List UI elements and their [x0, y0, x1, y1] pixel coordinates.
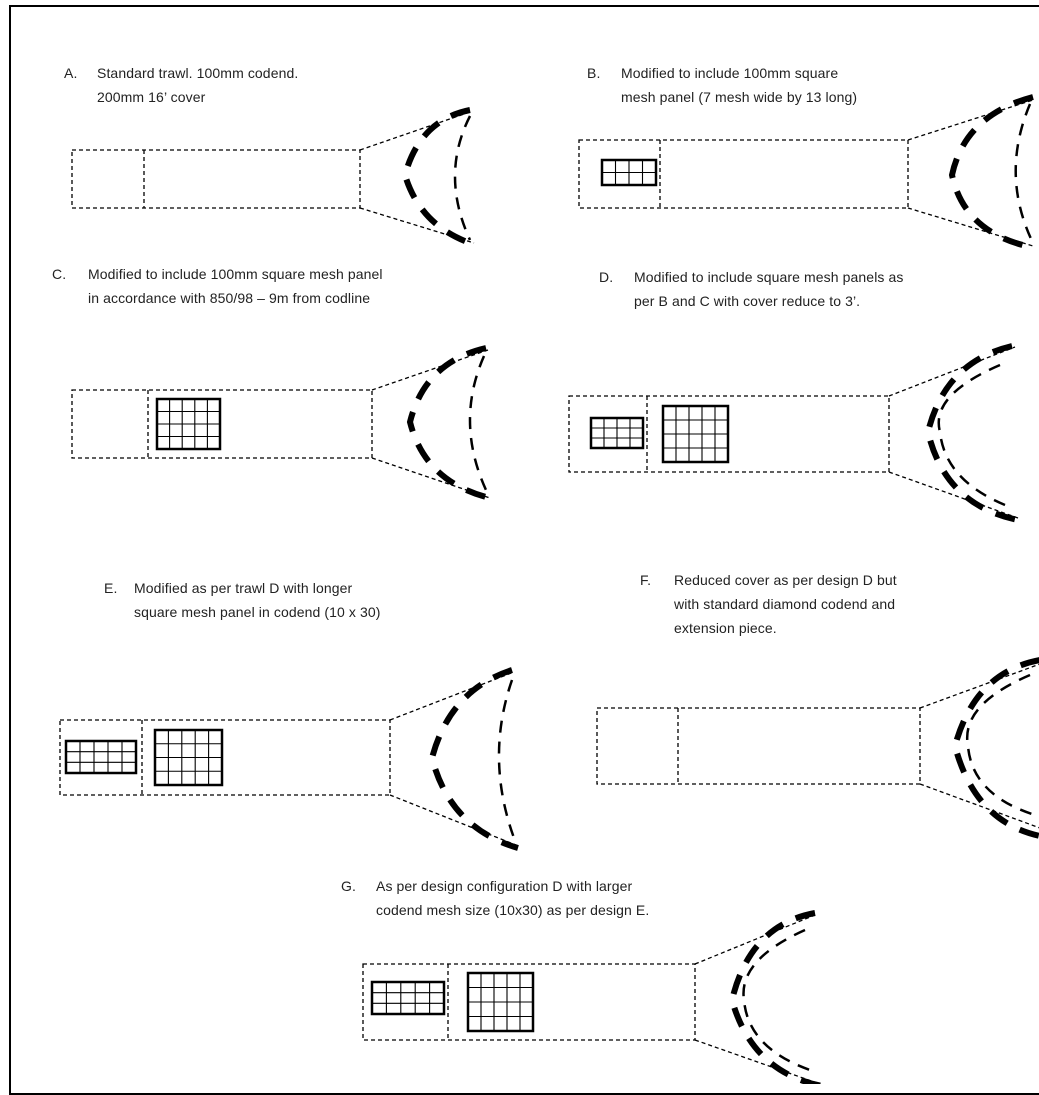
trawl-e-small-panel-outline — [64, 739, 138, 775]
trawl-g-codend — [362, 963, 696, 1041]
trawl-b-square-mesh-panel — [600, 158, 658, 187]
caption-b: B. Modified to include 100mm square mesh… — [587, 61, 857, 109]
caption-d-line-1: Modified to include square mesh panels a… — [634, 269, 904, 285]
trawl-g-cover-arc — [728, 910, 823, 1084]
trawl-e-codend-mesh-panel — [153, 728, 224, 787]
trawl-f-codend — [596, 707, 921, 785]
trawl-b-panel-grid — [602, 160, 656, 185]
trawl-e-small-panel-grid — [66, 741, 136, 773]
trawl-a-cover-arc — [401, 107, 472, 246]
caption-a-line-2: 200mm 16’ cover — [97, 89, 206, 105]
caption-f-line-3: extension piece. — [674, 620, 777, 636]
trawl-c-square-mesh-panel — [155, 397, 222, 451]
trawl-a-mouth-arc — [453, 115, 472, 241]
caption-g-letter: G. — [341, 878, 356, 894]
trawl-d-codend-mesh-panel — [661, 404, 730, 464]
trawl-d-cover-arc — [924, 343, 1019, 523]
trawl-b — [578, 94, 1037, 251]
caption-d-line-2: per B and C with cover reduce to 3’. — [634, 293, 861, 309]
trawl-e-large-panel-grid — [155, 730, 222, 785]
caption-c: C. Modified to include 100mm square mesh… — [52, 262, 383, 310]
trawl-e — [59, 667, 519, 851]
trawl-g-funnel — [694, 914, 821, 1084]
trawl-c-codend — [71, 389, 373, 459]
caption-d: D. Modified to include square mesh panel… — [599, 265, 903, 313]
trawl-b-codend — [578, 139, 909, 209]
caption-f-letter: F. — [640, 572, 652, 588]
trawl-a-funnel — [359, 111, 475, 244]
trawl-g-small-panel-outline — [370, 980, 446, 1016]
trawl-d-large-panel-grid — [663, 406, 728, 462]
trawl-d-extension-mesh-panel — [589, 416, 645, 450]
trawl-f-funnel — [919, 663, 1039, 829]
caption-b-line-2: mesh panel (7 mesh wide by 13 long) — [621, 89, 858, 105]
trawl-d-codend — [568, 395, 890, 473]
trawl-c-funnel — [371, 349, 491, 499]
trawl-b-mouth-arc — [1014, 103, 1035, 244]
trawl-d-small-panel-grid — [591, 418, 643, 448]
caption-e-line-1: Modified as per trawl D with longer — [134, 580, 353, 596]
caption-g: G. As per design configuration D with la… — [341, 874, 649, 922]
trawl-g-small-panel-grid — [372, 982, 444, 1014]
trawl-c-cover-arc — [406, 345, 491, 501]
caption-e: E. Modified as per trawl D with longer s… — [104, 576, 381, 624]
caption-f: F. Reduced cover as per design D but wit… — [640, 568, 897, 640]
trawl-g-codend-mesh-panel — [466, 971, 535, 1033]
trawl-c — [71, 345, 491, 501]
trawl-d — [568, 343, 1019, 523]
trawl-b-cover-arc — [948, 94, 1037, 251]
caption-a: A. Standard trawl. 100mm codend. 200mm 1… — [64, 61, 298, 109]
trawl-b-funnel — [907, 99, 1034, 247]
caption-c-line-1: Modified to include 100mm square mesh pa… — [88, 266, 383, 282]
caption-c-letter: C. — [52, 266, 67, 282]
caption-d-letter: D. — [599, 269, 614, 285]
caption-e-letter: E. — [104, 580, 118, 596]
trawl-g-large-panel-grid — [468, 973, 533, 1031]
trawl-g — [362, 910, 823, 1084]
trawl-g-extension-mesh-panel — [370, 980, 446, 1016]
trawl-e-extension-mesh-panel — [64, 739, 138, 775]
trawl-f — [596, 657, 1039, 839]
caption-g-line-2: codend mesh size (10x30) as per design E… — [376, 902, 650, 918]
trawl-e-cover-arc — [428, 667, 519, 851]
caption-f-line-1: Reduced cover as per design D but — [674, 572, 897, 588]
caption-a-line-1: Standard trawl. 100mm codend. — [97, 65, 299, 81]
caption-a-letter: A. — [64, 65, 78, 81]
caption-b-letter: B. — [587, 65, 601, 81]
trawl-a-codend — [71, 149, 361, 209]
caption-b-line-1: Modified to include 100mm square — [621, 65, 839, 81]
trawl-c-mouth-arc — [468, 355, 488, 491]
trawl-f-mouth-arc — [965, 673, 1036, 817]
trawl-c-panel-grid — [157, 399, 220, 449]
trawl-e-codend — [59, 719, 391, 796]
caption-c-line-2: in accordance with 850/98 – 9m from codl… — [88, 290, 371, 306]
trawl-a — [71, 107, 475, 246]
caption-e-line-2: square mesh panel in codend (10 x 30) — [134, 604, 381, 620]
caption-g-line-1: As per design configuration D with large… — [376, 878, 633, 894]
trawl-e-funnel — [389, 671, 517, 846]
trawl-d-funnel — [888, 346, 1019, 519]
trawl-f-cover-arc — [951, 657, 1039, 839]
trawl-e-mouth-arc — [497, 679, 516, 839]
caption-f-line-2: with standard diamond codend and — [674, 596, 896, 612]
figure-frame — [9, 5, 1039, 1095]
